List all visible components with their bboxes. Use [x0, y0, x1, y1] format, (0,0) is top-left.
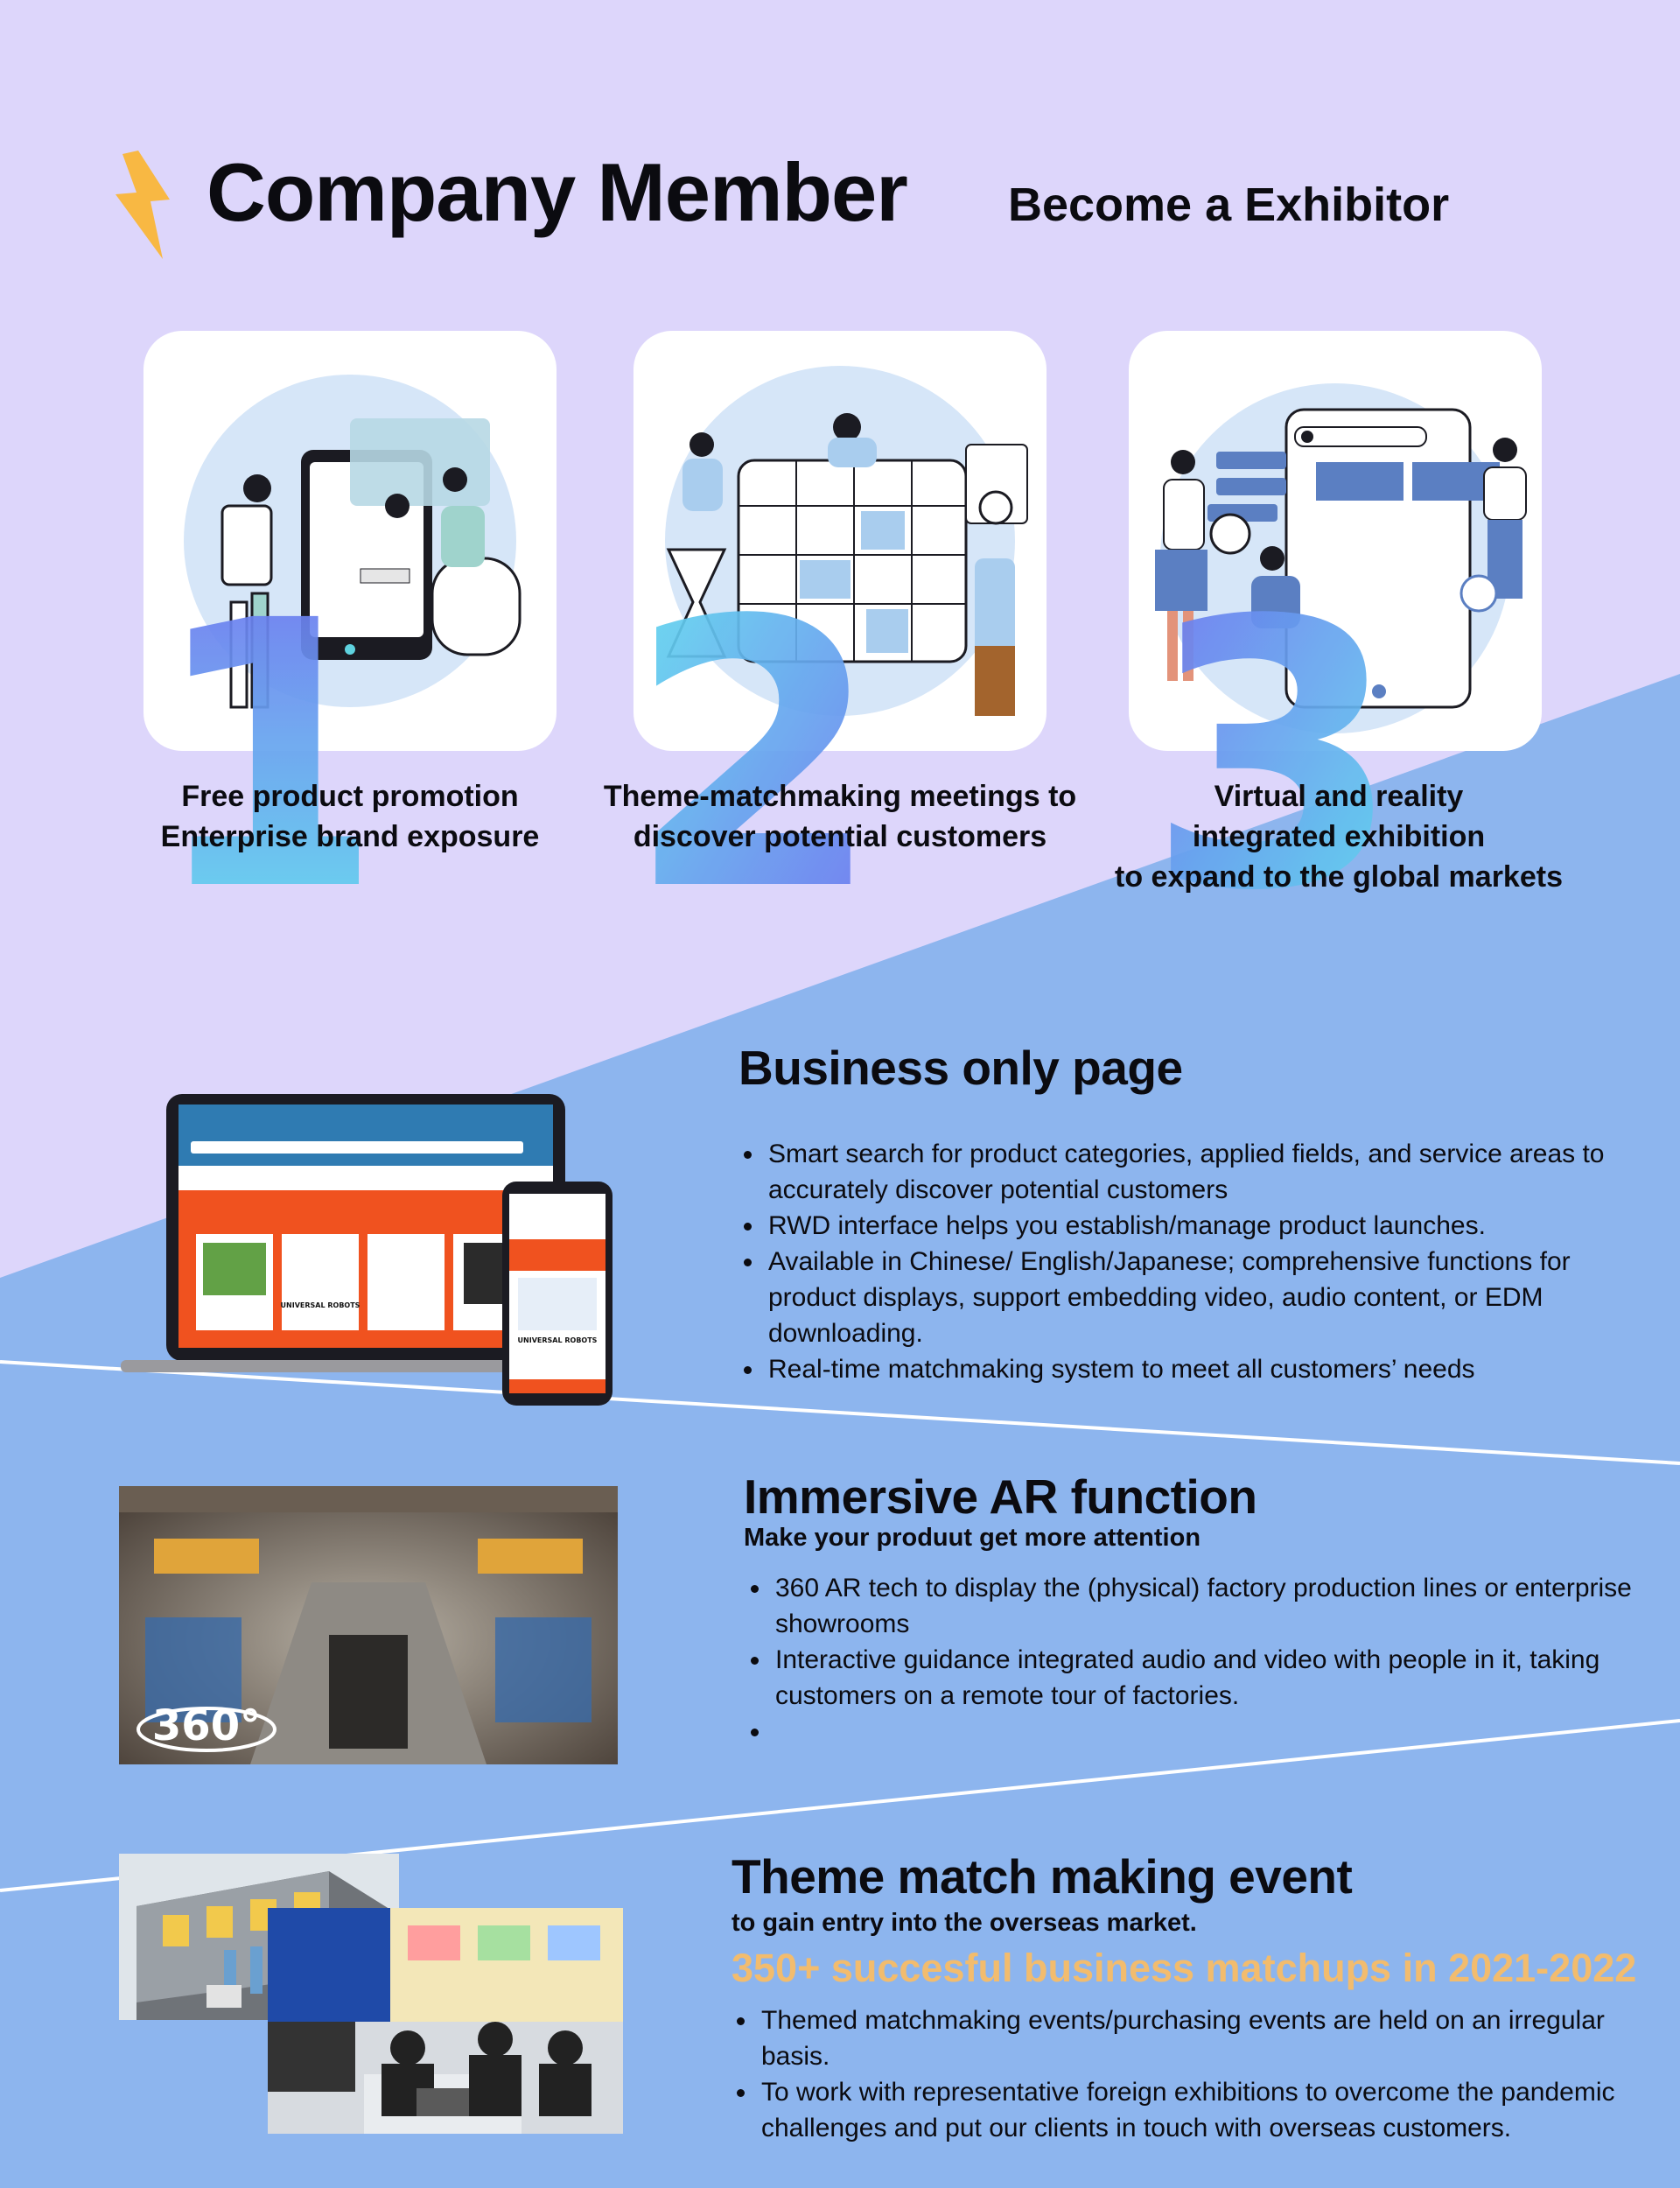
laptop-mockup: UNIVERSAL ROBOTS	[121, 1094, 611, 1372]
feature-caption-line: to expand to the global markets	[1115, 859, 1563, 894]
event-section-subtitle: to gain entry into the overseas market.	[732, 1909, 1197, 1937]
page-subtitle: Become a Exhibitor	[1008, 179, 1450, 231]
factory-360-photo: 360°	[119, 1486, 618, 1764]
business-section-title: Business only page	[738, 1041, 1183, 1095]
feature-number-2-glyph: 2	[626, 560, 854, 928]
lightning-bolt-icon	[116, 151, 170, 259]
meeting-board-illustration	[665, 366, 1028, 716]
feature-number-3: 3	[1146, 560, 1374, 928]
feature-card-promotion	[144, 331, 556, 751]
feature-caption-line: discover potential customers	[633, 819, 1047, 853]
ar-bullet-empty	[772, 1714, 1647, 1750]
feature-number-2: 2	[626, 560, 854, 928]
event-highlight-stat: 350+ succesful business matchups in 2021…	[732, 1946, 1637, 1990]
virtual-exhibition-illustration	[1155, 383, 1527, 733]
business-bullet-list: Smart search for product categories, app…	[738, 1136, 1657, 1387]
ar-bullet-list: 360 AR tech to display the (physical) fa…	[746, 1570, 1647, 1750]
phone-screen-brand: UNIVERSAL ROBOTS	[518, 1336, 598, 1344]
meeting-photo	[268, 1908, 623, 2134]
feature-caption-line: Theme-matchmaking meetings to	[603, 780, 1077, 813]
page-title: Company Member	[206, 146, 908, 238]
business-bullet: Real-time matchmaking system to meet all…	[765, 1351, 1657, 1387]
event-section-title: Theme match making event	[732, 1849, 1353, 1904]
event-bullet: Themed matchmaking events/purchasing eve…	[758, 2002, 1659, 2074]
ar-section-subtitle: Make your produut get more attention	[744, 1524, 1201, 1552]
ar-bullet: 360 AR tech to display the (physical) fa…	[772, 1570, 1647, 1642]
ar-bullet: Interactive guidance integrated audio an…	[772, 1642, 1647, 1714]
event-bullet-list: Themed matchmaking events/purchasing eve…	[732, 2002, 1659, 2146]
feature-number-1-glyph: 1	[149, 560, 359, 928]
business-bullet: RWD interface helps you establish/manage…	[765, 1208, 1657, 1244]
laptop-screen-brand: UNIVERSAL ROBOTS	[281, 1301, 360, 1309]
phone-mockup: UNIVERSAL ROBOTS	[502, 1182, 612, 1406]
feature-number-3-glyph: 3	[1146, 560, 1374, 928]
business-bullet: Smart search for product categories, app…	[765, 1136, 1657, 1208]
feature-caption-line: Virtual and reality	[1214, 780, 1464, 813]
feature-caption-2: Theme-matchmaking meetings to discover p…	[569, 777, 1111, 858]
event-bullet: To work with representative foreign exhi…	[758, 2074, 1659, 2146]
online-shopping-illustration	[184, 375, 522, 709]
feature-caption-line: integrated exhibition	[1192, 819, 1486, 853]
ar-section-title: Immersive AR function	[744, 1469, 1257, 1524]
feature-caption-1: Free product promotion Enterprise brand …	[79, 777, 621, 858]
business-bullet: Available in Chinese/ English/Japanese; …	[765, 1244, 1657, 1351]
feature-card-virtual-exhibition	[1129, 331, 1542, 751]
feature-caption-3: Virtual and reality integrated exhibitio…	[1068, 777, 1610, 898]
feature-caption-line: Enterprise brand exposure	[160, 819, 540, 853]
feature-caption-line: Free product promotion	[181, 780, 519, 813]
feature-card-matchmaking	[634, 331, 1046, 751]
feature-number-1: 1	[149, 560, 359, 928]
